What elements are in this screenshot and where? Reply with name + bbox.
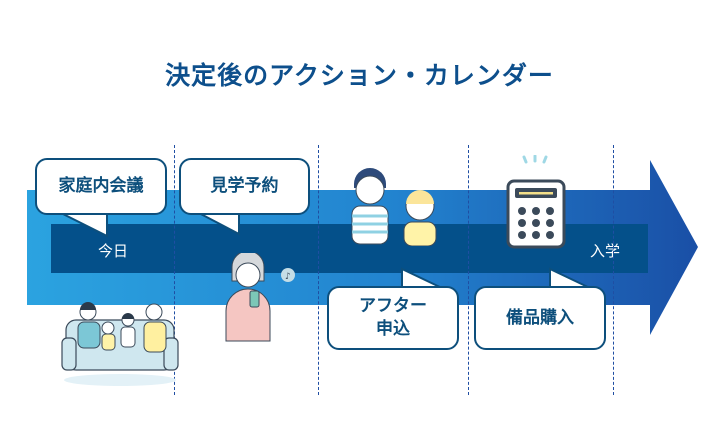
- step-label: 備品購入: [506, 307, 574, 328]
- step-label: 家庭内会議: [58, 176, 144, 197]
- end-label: 入学: [590, 242, 621, 260]
- bubble-tail: [196, 212, 240, 236]
- page-title: 決定後のアクション・カレンダー: [165, 61, 554, 90]
- svg-text:♪: ♪: [285, 272, 291, 282]
- family-on-sofa-illustration: [61, 302, 179, 386]
- calculator-icon: [506, 155, 566, 249]
- step-label-line2: 申込: [376, 319, 410, 339]
- divider-line: [468, 145, 469, 395]
- step-bubble-supplies-purchase: 備品購入: [474, 286, 606, 350]
- step-bubble-visit-booking: 見学予約: [179, 158, 310, 215]
- divider-line: [613, 145, 614, 395]
- woman-with-phone-illustration: ♪: [225, 253, 295, 342]
- step-bubble-family-meeting: 家庭内会議: [35, 158, 167, 215]
- step-label: 見学予約: [210, 176, 279, 197]
- divider-line: [174, 145, 175, 395]
- divider-line: [318, 145, 319, 395]
- start-label: 今日: [98, 242, 129, 260]
- happy-children-illustration: [351, 168, 437, 246]
- step-bubble-after-application: アフター 申込: [327, 286, 459, 350]
- step-label-line1: アフター: [359, 296, 427, 317]
- bubble-tail: [58, 212, 108, 238]
